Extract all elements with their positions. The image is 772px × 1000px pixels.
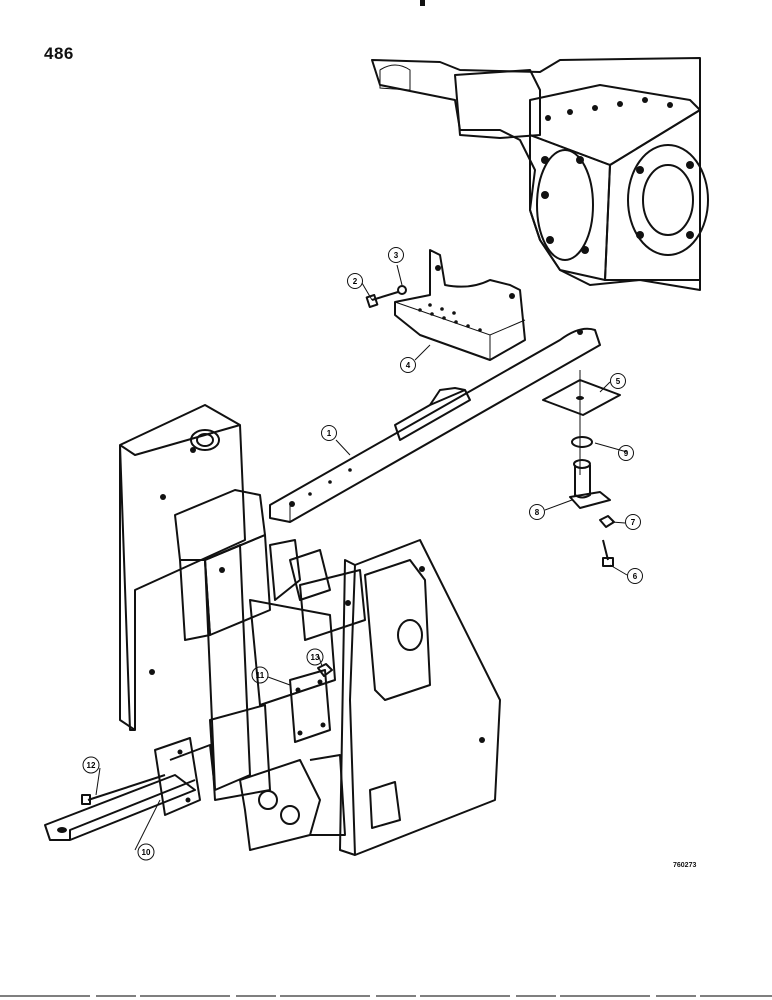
callout-label: 10	[142, 848, 151, 857]
retaining-plate	[289, 663, 333, 743]
callout-label: 13	[311, 653, 320, 662]
callout-8: 8	[529, 504, 545, 520]
drawbar-carrier-frame	[119, 404, 501, 856]
rear-axle-housing	[371, 57, 709, 291]
callout-2: 2	[347, 273, 363, 289]
callout-label: 4	[406, 361, 411, 370]
callout-12: 12	[82, 756, 100, 774]
callout-label: 5	[616, 377, 621, 386]
top-scan-mark	[420, 0, 425, 6]
callout-label: 12	[87, 761, 96, 770]
bolt-and-washer	[365, 285, 407, 308]
page-number: 486	[44, 44, 74, 63]
callout-label: 11	[256, 671, 265, 680]
callout-7: 7	[625, 514, 641, 530]
callout-label: 2	[353, 277, 358, 286]
callout-11: 11	[251, 666, 269, 684]
callout-label: 1	[327, 429, 332, 438]
drawing-code: 760273	[673, 862, 697, 869]
callout-label: 8	[535, 508, 540, 517]
callout-9: 9	[618, 445, 634, 461]
drawbar	[269, 327, 601, 523]
callout-1: 1	[321, 425, 337, 441]
callout-label: 7	[631, 518, 636, 527]
drawbar-extension	[44, 737, 216, 841]
callout-label: 9	[624, 449, 629, 458]
callout-3: 3	[388, 247, 404, 263]
callout-5: 5	[610, 373, 626, 389]
retainer-hardware	[542, 370, 621, 567]
callout-13: 13	[306, 648, 324, 666]
callout-label: 3	[394, 251, 399, 260]
mounting-bracket	[394, 249, 526, 361]
callout-label: 6	[633, 572, 638, 581]
callout-6: 6	[627, 568, 643, 584]
callout-10: 10	[137, 843, 155, 861]
leader-lines	[95, 264, 628, 851]
callout-4: 4	[400, 357, 416, 373]
